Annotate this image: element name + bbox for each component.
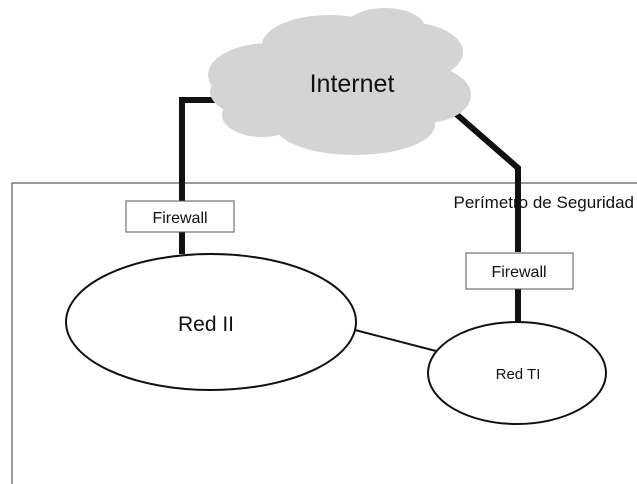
firewall-left: Firewall xyxy=(125,200,235,233)
perimeter-border xyxy=(11,182,637,484)
firewall-right-label: Firewall xyxy=(491,264,546,281)
internet-cloud xyxy=(208,8,471,155)
network-red-ti-ellipse xyxy=(427,321,607,425)
network-red-ti: Red TI xyxy=(427,321,607,425)
firewall-left-label: Firewall xyxy=(152,210,207,227)
security-perimeter xyxy=(11,182,637,484)
firewall-left-box xyxy=(125,200,235,233)
red-ii-to-red-ti-link xyxy=(354,329,437,352)
firewall-right-box xyxy=(465,252,574,290)
network-red-ti-label: Red TI xyxy=(496,366,541,383)
internet-label: Internet xyxy=(310,70,395,98)
firewall-right: Firewall xyxy=(465,252,574,290)
network-red-ii-ellipse xyxy=(65,253,357,391)
perimeter-label: Perímetro de Seguridad xyxy=(454,193,635,212)
internet-to-firewall-left-link xyxy=(179,97,222,201)
network-red-ii: Red II xyxy=(65,253,357,391)
internet-to-firewall-right-link xyxy=(453,110,521,252)
network-red-ii-label: Red II xyxy=(178,313,234,336)
